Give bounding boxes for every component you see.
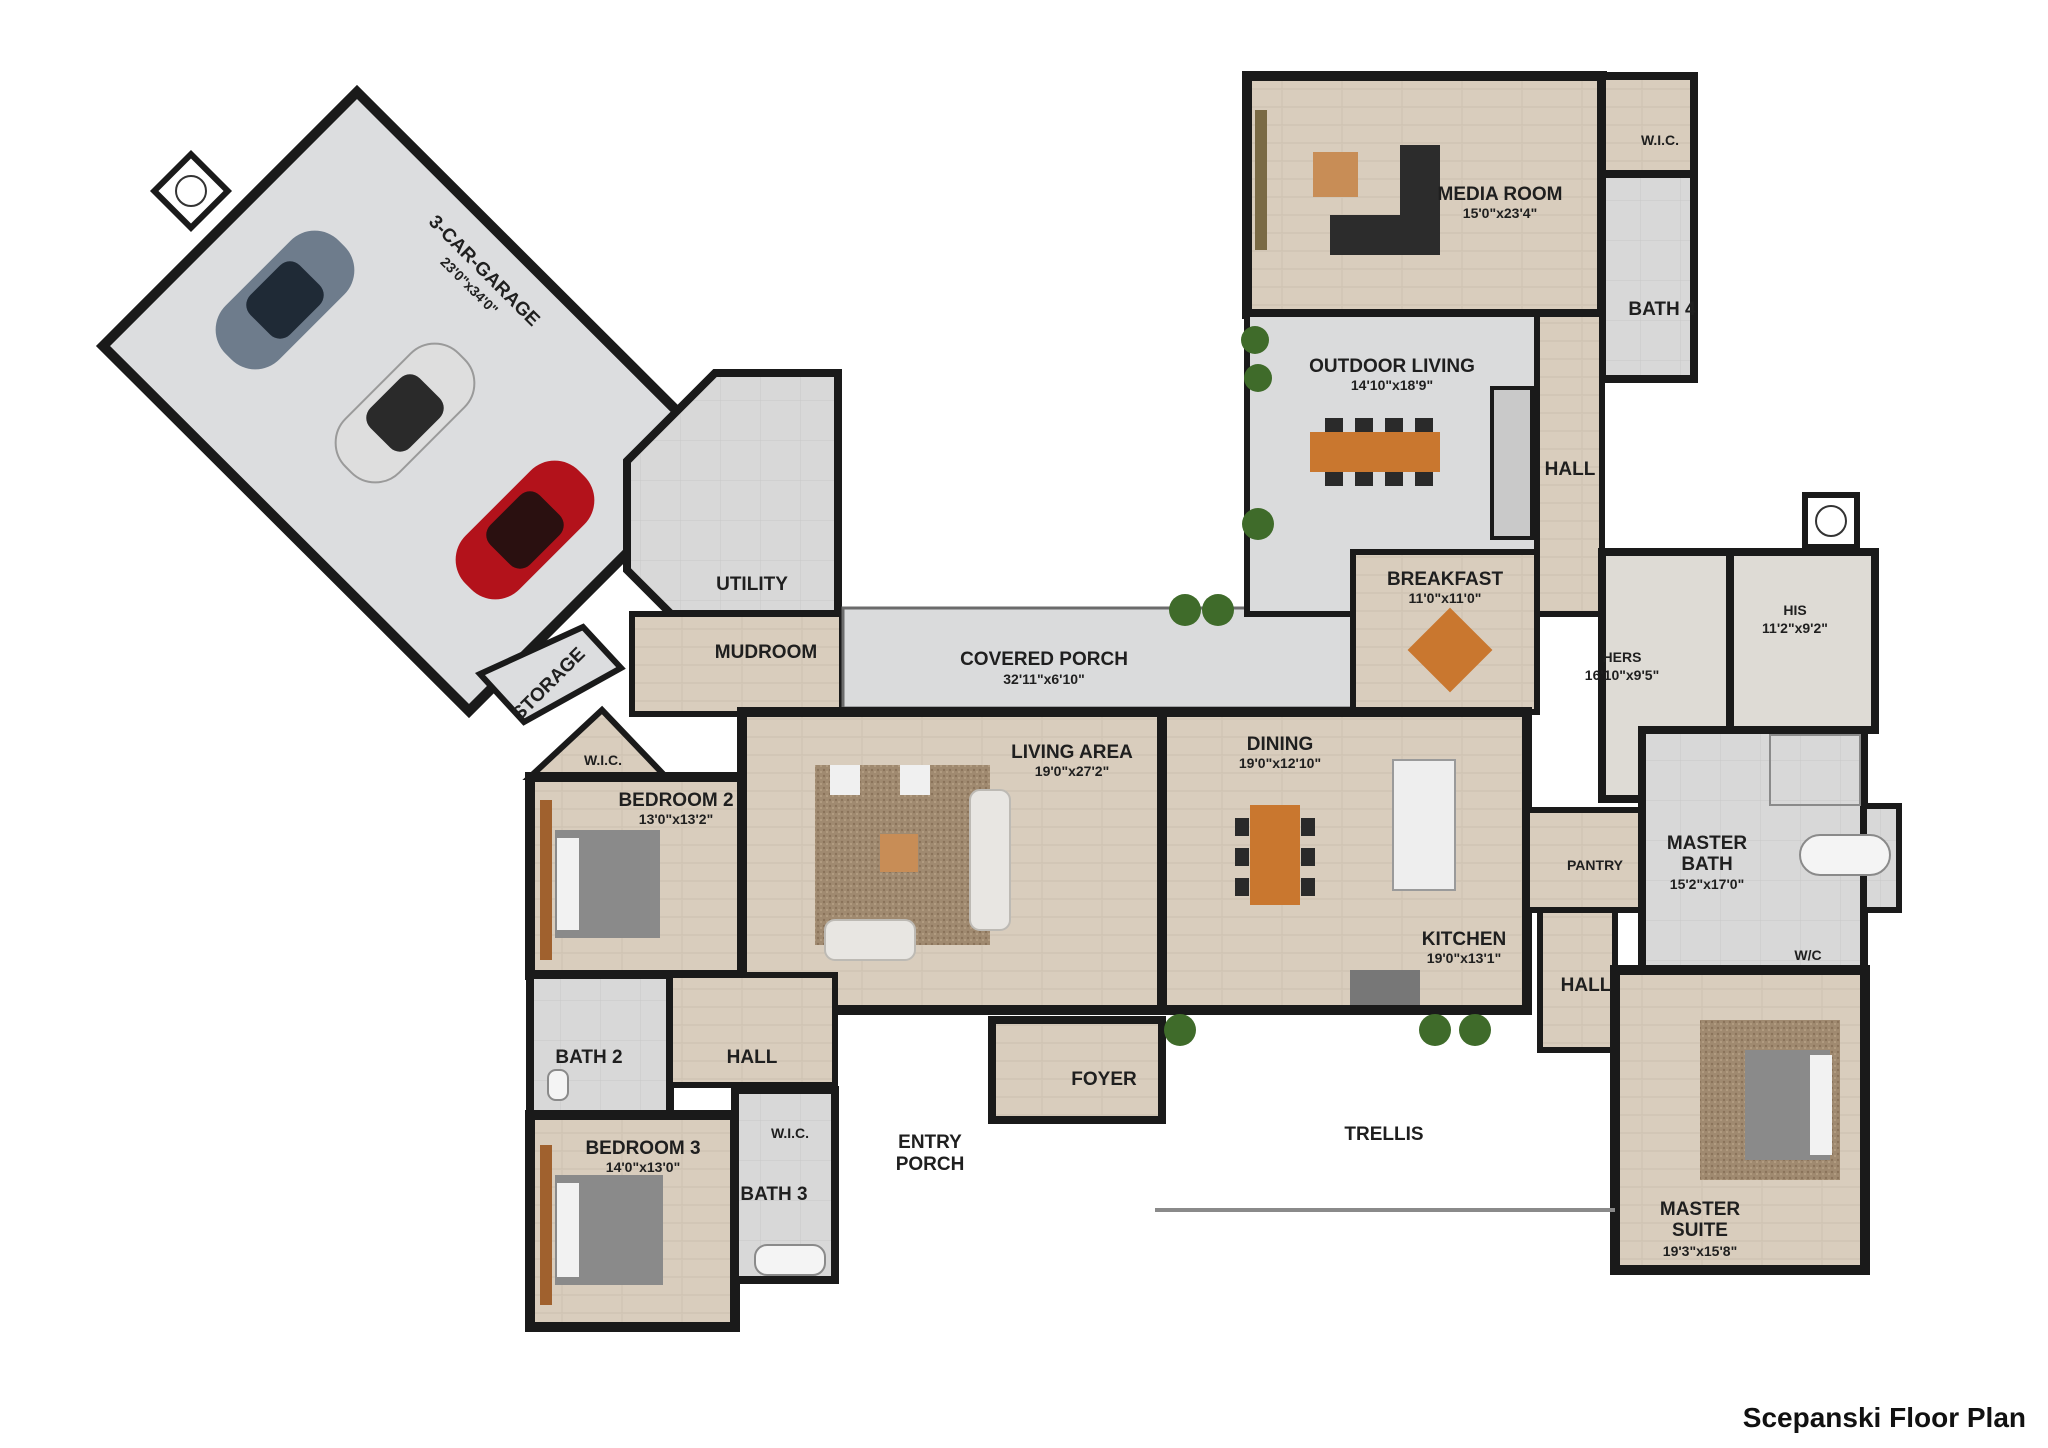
bedroom-3 <box>525 1110 740 1332</box>
his-label: HIS <box>1783 602 1806 618</box>
media-room-label: MEDIA ROOM <box>1438 184 1563 205</box>
foyer-label: FOYER <box>1071 1069 1137 1090</box>
breakfast-dim: 11'0"x11'0" <box>1409 590 1482 606</box>
wc-label: W/C <box>1794 947 1821 963</box>
kitchen-dim: 19'0"x13'1" <box>1427 950 1501 966</box>
master-suite-label-2: SUITE <box>1672 1220 1728 1241</box>
toilet-icon <box>547 1069 569 1101</box>
kitchen-island-icon <box>1392 759 1456 891</box>
trellis-label: TRELLIS <box>1344 1124 1423 1145</box>
bath-2 <box>526 971 674 1119</box>
wic-media-label: W.I.C. <box>1641 132 1679 148</box>
dining-label: DINING <box>1247 734 1314 755</box>
vent-icon <box>175 175 207 207</box>
bath-3 <box>731 1086 839 1284</box>
media-room <box>1242 71 1698 383</box>
blue-car-icon <box>215 230 355 370</box>
master-bath-dim: 15'2"x17'0" <box>1670 876 1744 892</box>
bedroom3-label: BEDROOM 3 <box>585 1138 700 1159</box>
kitchen-label: KITCHEN <box>1422 929 1506 950</box>
sofa-icon <box>969 789 1011 931</box>
living-label: LIVING AREA <box>1011 742 1133 763</box>
master-bath <box>1638 726 1902 974</box>
master-suite-label-1: MASTER <box>1660 1199 1741 1220</box>
wic-bed3-label: W.I.C. <box>771 1125 809 1141</box>
mudroom-label: MUDROOM <box>715 642 817 663</box>
bedroom3-dim: 14'0"x13'0" <box>606 1159 680 1175</box>
master-bath-label-1: MASTER <box>1667 833 1748 854</box>
hall-west-label: HALL <box>727 1047 778 1068</box>
breakfast-label: BREAKFAST <box>1387 569 1504 590</box>
range-icon <box>1350 970 1420 1005</box>
bedroom-2 <box>522 705 747 980</box>
outdoor-living-dim: 14'10"x18'9" <box>1351 377 1433 393</box>
garage <box>95 84 731 726</box>
living-area <box>737 707 1167 1015</box>
entry-porch-label-1: ENTRY <box>898 1132 962 1153</box>
hall-west <box>667 972 838 1088</box>
plan-title: Scepanski Floor Plan <box>1742 1402 2026 1433</box>
master-suite <box>1610 965 1870 1275</box>
master-suite-dim: 19'3"x15'8" <box>1663 1243 1737 1259</box>
bathtub-icon <box>1799 834 1891 876</box>
bedroom2-dim: 13'0"x13'2" <box>639 811 713 827</box>
bath2-label: BATH 2 <box>555 1047 622 1068</box>
foyer <box>988 1016 1166 1124</box>
white-car-icon <box>334 342 476 484</box>
fireplace-icon <box>1490 386 1534 540</box>
hall-north <box>1534 311 1605 617</box>
dining-table-icon <box>1310 432 1440 472</box>
dining-kitchen <box>1157 707 1532 1015</box>
coffee-table-icon <box>880 834 918 872</box>
red-car-icon <box>455 460 595 600</box>
vent-icon <box>1815 505 1847 537</box>
pantry-label: PANTRY <box>1567 857 1624 873</box>
entry-porch-label-2: PORCH <box>896 1154 965 1175</box>
outdoor-living-label: OUTDOOR LIVING <box>1309 356 1475 377</box>
his-dim: 11'2"x9'2" <box>1762 620 1828 636</box>
hers-label: HERS <box>1603 649 1642 665</box>
plant-icon <box>1164 1014 1196 1046</box>
utility-label: UTILITY <box>716 574 788 595</box>
hers-dim: 16'10"x9'5" <box>1585 667 1659 683</box>
dining-table-icon <box>1250 805 1300 905</box>
covered-porch-label: COVERED PORCH <box>960 649 1128 670</box>
wic-bed2-label: W.I.C. <box>584 752 622 768</box>
dining-dim: 19'0"x12'10" <box>1239 755 1321 771</box>
hall-north-label: HALL <box>1545 459 1596 480</box>
coffee-table-icon <box>1313 152 1358 197</box>
shower-icon <box>1769 734 1861 806</box>
covered-porch-dim: 32'11"x6'10" <box>1003 671 1084 687</box>
bath4-label: BATH 4 <box>1628 299 1696 320</box>
plant-icon <box>1241 326 1269 354</box>
media-room-dim: 15'0"x23'4" <box>1463 205 1537 221</box>
bath3-label: BATH 3 <box>740 1184 807 1205</box>
hall-east-label: HALL <box>1561 975 1612 996</box>
bedroom2-label: BEDROOM 2 <box>618 790 733 811</box>
master-bath-label-2: BATH <box>1681 854 1732 875</box>
living-dim: 19'0"x27'2" <box>1035 763 1109 779</box>
bathtub-icon <box>754 1244 826 1276</box>
